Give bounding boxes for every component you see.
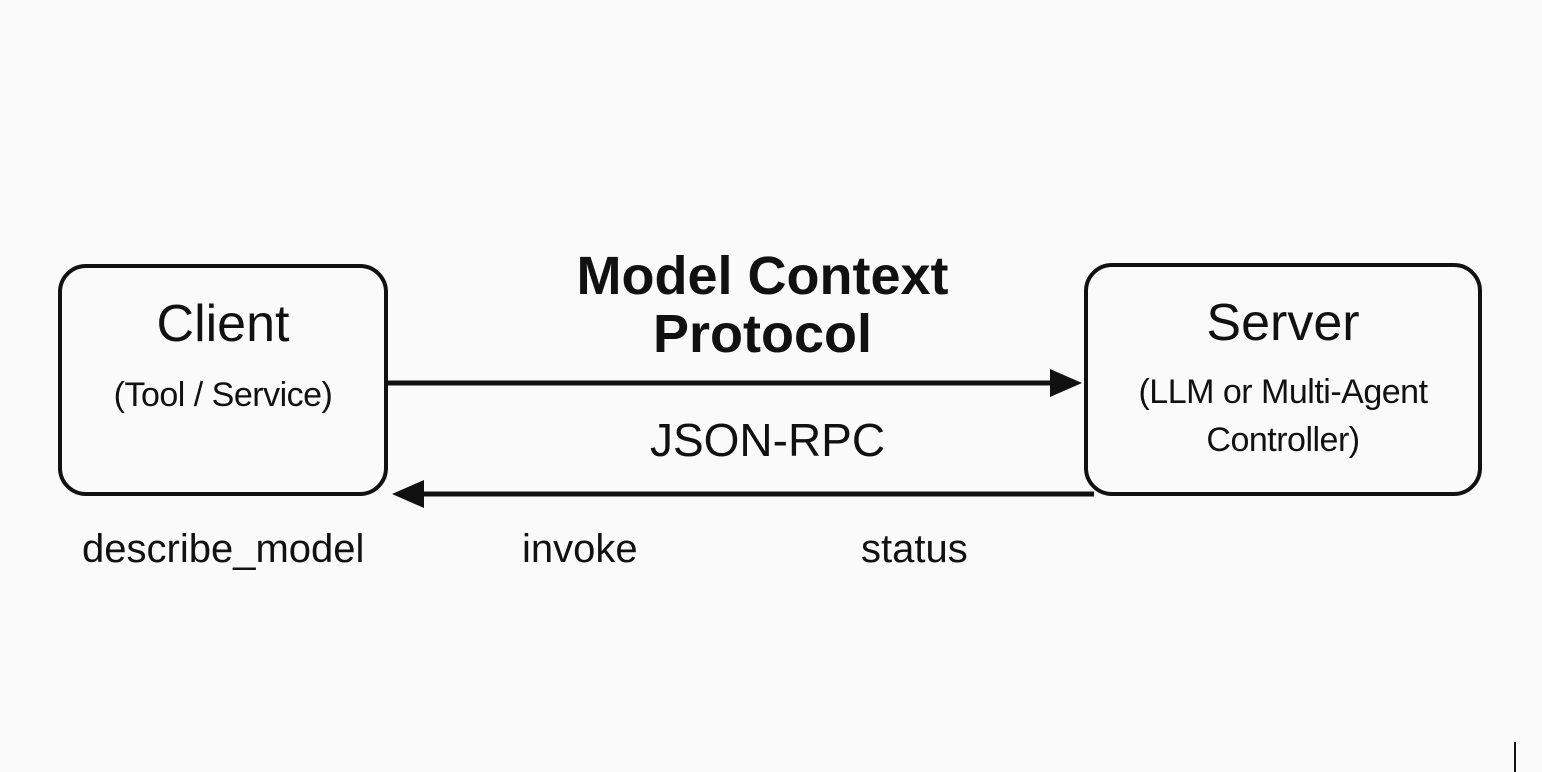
client-to-server-arrowhead	[1050, 369, 1082, 397]
server-subtitle: (LLM or Multi-Agent Controller)	[1138, 373, 1428, 460]
transport-label: JSON-RPC	[649, 414, 886, 466]
server-title: Server	[1206, 294, 1360, 352]
edge-mark	[1514, 742, 1516, 772]
method-label-invoke: invoke	[522, 527, 638, 571]
client-box: Client (Tool / Service)	[58, 264, 388, 496]
protocol-title: Model Context Protocol	[576, 246, 949, 364]
server-to-client-arrowhead	[392, 480, 424, 508]
server-box: Server (LLM or Multi-Agent Controller)	[1084, 263, 1482, 496]
client-subtitle: (Tool / Service)	[113, 376, 333, 414]
client-title: Client	[156, 295, 290, 353]
method-label-status: status	[861, 527, 968, 571]
method-label-describe-model: describe_model	[82, 527, 365, 571]
